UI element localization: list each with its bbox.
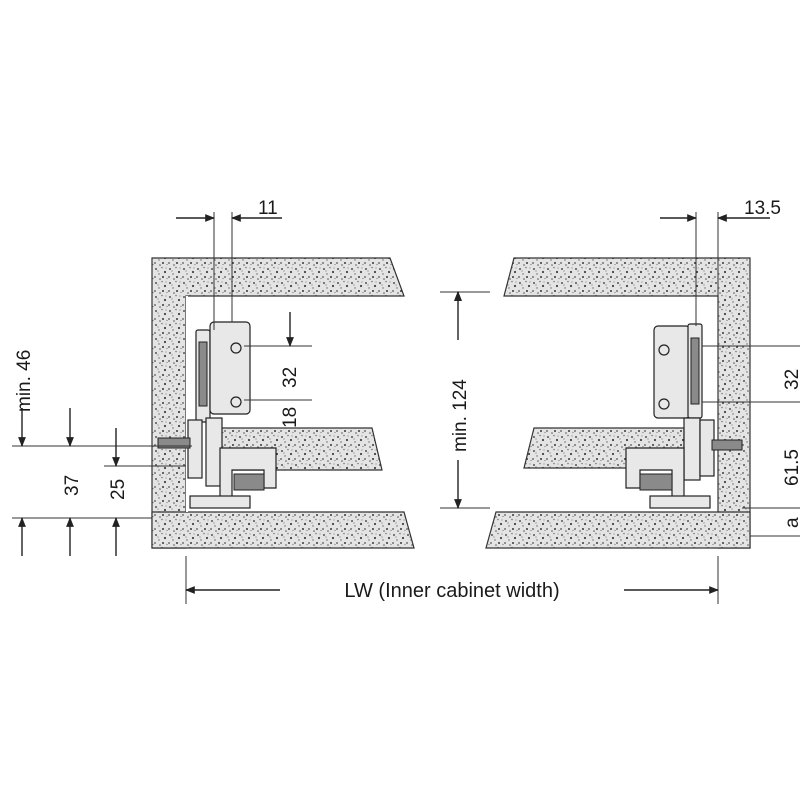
dim-left-hole-spacing: 32 18 — [244, 312, 312, 428]
dim-label-37: 37 — [62, 475, 83, 496]
dim-label-11: 11 — [258, 198, 278, 219]
left-cabinet-section: 11 32 18 min. 46 37 25 — [12, 198, 415, 556]
screw-hole-icon — [230, 396, 242, 408]
dim-right-a: a — [750, 517, 800, 537]
dim-right-hole-spacing: 32 — [702, 345, 800, 403]
dim-left-outer: 37 — [62, 408, 83, 556]
screw-hole-icon — [230, 342, 242, 354]
dim-label-32-left: 32 — [280, 367, 301, 388]
screw-hole-icon — [658, 398, 670, 410]
left-runner-bracket — [157, 321, 277, 509]
dim-left-min-height: min. 46 — [12, 350, 192, 556]
dim-label-inner-width: LW (Inner cabinet width) — [344, 580, 559, 602]
dim-label-32-right: 32 — [782, 369, 800, 390]
dim-label-13-5: 13.5 — [744, 198, 781, 219]
dim-label-a: a — [782, 517, 800, 528]
dim-label-min-46: min. 46 — [14, 350, 35, 412]
right-bottom-panel — [485, 511, 751, 549]
right-runner-bracket — [625, 323, 743, 509]
dim-center-min-height: min. 124 — [440, 291, 490, 509]
right-cabinet-section: 13.5 32 61.5 a — [485, 198, 800, 549]
right-top-panel — [503, 257, 751, 549]
dim-left-top-offset: 11 — [176, 198, 282, 330]
dim-right-lower: 61.5 — [742, 449, 800, 509]
screw-hole-icon — [658, 344, 670, 356]
dim-inner-cabinet-width: LW (Inner cabinet width) — [185, 556, 719, 604]
left-bottom-panel — [151, 511, 415, 549]
dim-label-18: 18 — [280, 407, 301, 428]
dim-right-top-offset: 13.5 — [660, 198, 781, 326]
dim-label-61-5: 61.5 — [782, 449, 800, 486]
dim-label-min-124: min. 124 — [450, 379, 471, 452]
dim-left-inner: 25 — [104, 428, 186, 556]
dim-label-25: 25 — [108, 479, 129, 500]
